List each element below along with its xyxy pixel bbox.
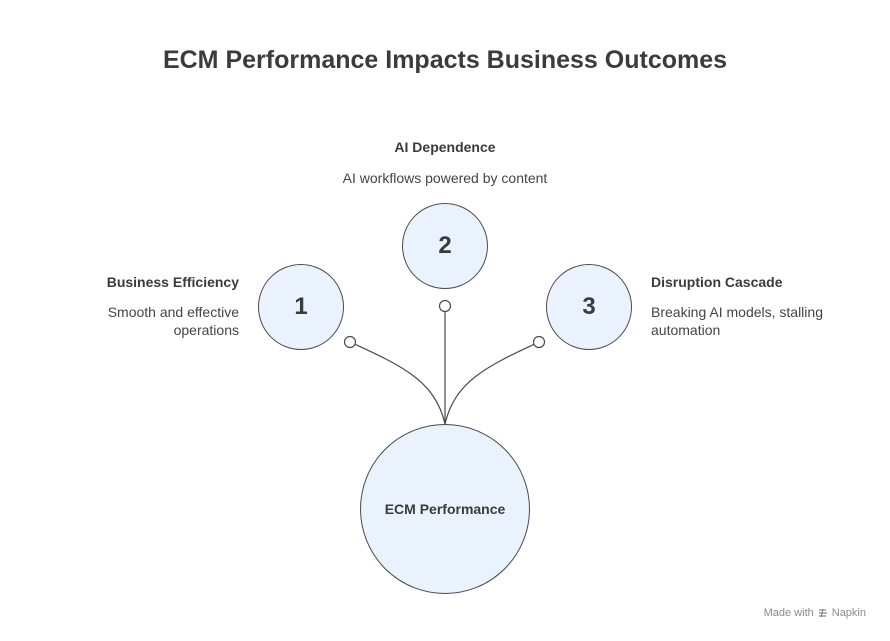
step-3-circle: 3 [546, 264, 632, 350]
step-2-heading: AI Dependence [394, 139, 496, 155]
step-3-heading: Disruption Cascade [651, 274, 783, 290]
step-1-heading: Business Efficiency [106, 274, 239, 290]
watermark-prefix: Made with [763, 607, 814, 619]
step-3-description: Breaking AI models, stalling automation [651, 304, 823, 338]
step-2-number: 2 [438, 232, 452, 259]
connector-3 [444, 341, 540, 425]
step-2-description: AI workflows powered by content [342, 170, 548, 186]
step-1-number: 1 [294, 293, 308, 320]
napkin-logo-icon [818, 608, 827, 618]
center-label: ECM Performance [384, 501, 506, 517]
step-1-circle: 1 [258, 264, 344, 350]
connector-1-endpoint [343, 335, 357, 349]
step-2-circle: 2 [402, 203, 488, 289]
step-1-description: Smooth and effective operations [107, 304, 239, 338]
watermark[interactable]: Made with Napkin [764, 607, 866, 619]
watermark-brand: Napkin [831, 607, 866, 619]
connector-3-endpoint [532, 335, 546, 349]
center-circle: ECM Performance [360, 424, 530, 594]
step-3-number: 3 [582, 293, 596, 320]
page-title: ECM Performance Impacts Business Outcome… [162, 46, 728, 74]
connector-1 [349, 341, 446, 425]
connector-2-endpoint [438, 299, 452, 313]
